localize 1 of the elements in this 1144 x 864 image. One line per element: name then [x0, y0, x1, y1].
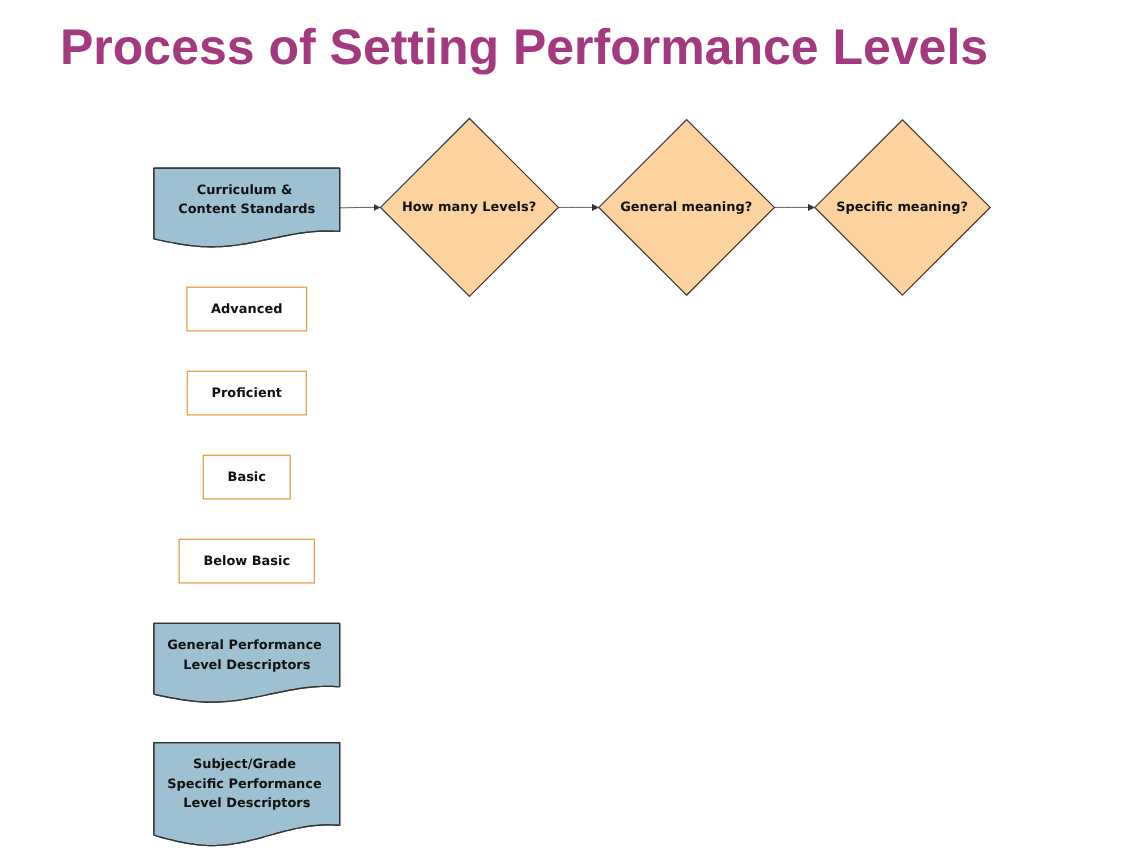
diagram-title: Process of Setting Performance Levels: [60, 20, 989, 78]
